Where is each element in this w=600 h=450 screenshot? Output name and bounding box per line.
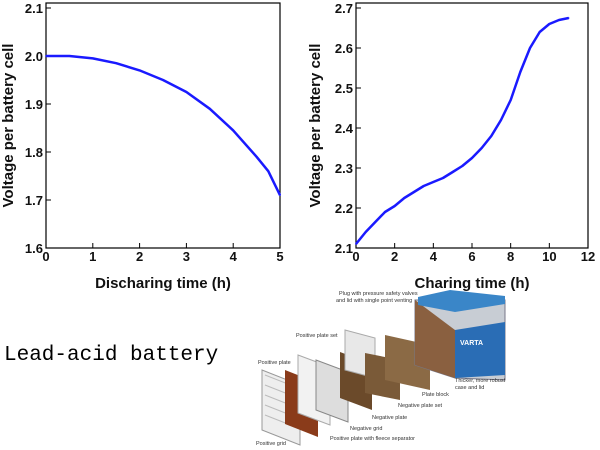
data-point <box>279 194 281 196</box>
svg-text:VARTA: VARTA <box>460 340 483 347</box>
label-negative-plate: Negative plate <box>372 415 408 421</box>
data-point <box>432 181 435 183</box>
y-tick-label: 1.6 <box>25 241 43 256</box>
x-tick-label: 2 <box>136 249 143 264</box>
label-case-2: case and lid <box>455 385 485 391</box>
data-point <box>68 55 71 57</box>
data-point <box>480 147 483 149</box>
label-fleece-separator: Positive plate with fleece separator <box>330 436 415 442</box>
y-tick-label: 2.1 <box>335 241 353 256</box>
x-tick-label: 4 <box>430 249 438 264</box>
data-point <box>393 205 396 207</box>
x-tick-label: 3 <box>183 249 190 264</box>
x-tick-label: 0 <box>42 249 49 264</box>
y-tick-label: 2.1 <box>25 1 43 16</box>
y-tick-label: 1.9 <box>25 97 43 112</box>
data-point <box>461 165 464 167</box>
data-point <box>403 197 406 199</box>
data-point <box>500 119 502 121</box>
y-tick-label: 2.3 <box>335 161 353 176</box>
data-point <box>509 99 512 101</box>
y-tick-label: 1.7 <box>25 193 43 208</box>
data-point <box>355 243 357 245</box>
data-point <box>538 31 541 33</box>
data-point <box>471 157 473 159</box>
data-point <box>548 23 551 25</box>
data-point <box>115 62 117 64</box>
x-tick-label: 4 <box>230 249 238 264</box>
x-tick-label: 5 <box>276 249 283 264</box>
data-point <box>232 129 234 132</box>
data-point <box>567 17 570 19</box>
voltage-curve <box>46 54 282 196</box>
label-plate-block: Plate block <box>422 392 449 398</box>
x-axis-label: Discharing time (h) <box>95 275 231 292</box>
x-tick-label: 6 <box>468 249 475 264</box>
data-point <box>490 135 493 137</box>
y-tick-label: 2.4 <box>335 121 354 136</box>
label-case: Thicker, more robust <box>455 378 506 384</box>
data-point <box>162 79 164 81</box>
data-point <box>374 221 377 223</box>
data-point <box>384 211 386 213</box>
data-point <box>209 108 211 110</box>
y-tick-label: 2.2 <box>335 201 353 216</box>
label-positive-plate-set: Positive plate set <box>296 333 338 339</box>
data-point <box>364 231 367 233</box>
data-point <box>267 170 270 172</box>
x-tick-label: 10 <box>542 249 556 264</box>
x-tick-label: 12 <box>581 249 595 264</box>
data-point <box>45 55 47 57</box>
x-tick-label: 0 <box>352 249 359 264</box>
x-axis-label: Charing time (h) <box>415 275 530 292</box>
x-tick-label: 2 <box>391 249 398 264</box>
data-point <box>413 191 415 193</box>
y-tick-label: 2.0 <box>25 49 43 64</box>
data-point <box>92 57 94 60</box>
data-point <box>519 71 522 73</box>
data-point <box>558 19 560 21</box>
data-point <box>451 171 454 173</box>
data-point <box>422 185 425 187</box>
label-plug-2: and lid with single point venting <box>336 298 413 304</box>
label-plug: Plug with pressure safety valves <box>339 291 418 297</box>
label-positive-grid: Positive grid <box>256 441 286 447</box>
data-point <box>138 69 141 72</box>
y-tick-label: 1.8 <box>25 145 43 160</box>
plot-frame <box>45 2 281 249</box>
label-positive-plate: Positive plate <box>258 360 291 366</box>
battery-case: VARTA <box>414 290 506 381</box>
data-point <box>255 156 258 158</box>
y-axis-label: Voltage per battery cell <box>307 44 324 208</box>
data-point <box>529 47 531 49</box>
caption-lead-acid-battery: Lead-acid battery <box>4 344 219 367</box>
data-point <box>442 177 444 179</box>
x-tick-label: 8 <box>507 249 514 264</box>
y-tick-label: 2.5 <box>335 81 353 96</box>
data-point <box>185 91 188 93</box>
y-tick-label: 2.7 <box>335 1 353 16</box>
y-tick-label: 2.6 <box>335 41 353 56</box>
x-tick-label: 1 <box>89 249 96 264</box>
y-axis-label: Voltage per battery cell <box>0 44 17 208</box>
label-negative-plate-set: Negative plate set <box>398 403 443 409</box>
label-negative-grid: Negative grid <box>350 426 383 432</box>
